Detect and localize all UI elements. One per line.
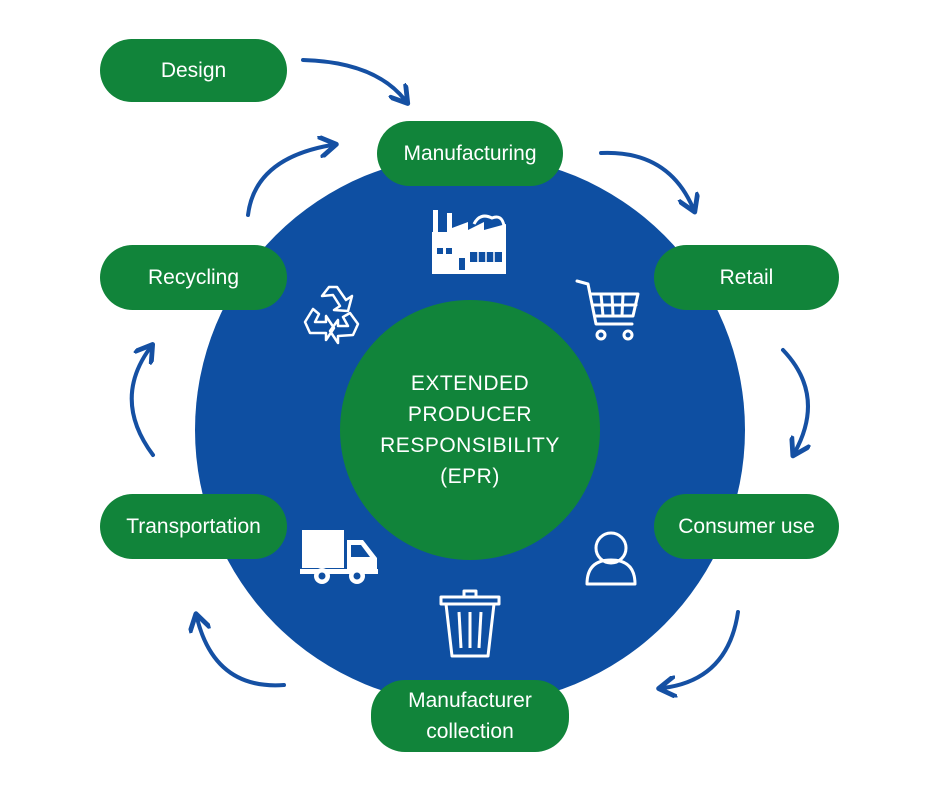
arrow-design-to-manufacturing xyxy=(301,58,405,100)
center-title-line-1: EXTENDED xyxy=(410,372,530,395)
center-title-line-4: (EPR) xyxy=(440,465,500,488)
arrow-retail-to-consumer xyxy=(781,348,808,452)
stage-consumer-use: Consumer use xyxy=(654,494,839,559)
stage-manufacturing-label: Manufacturing xyxy=(403,142,537,165)
stage-manufacturing: Manufacturing xyxy=(377,121,563,186)
factory-icon xyxy=(432,210,506,274)
stage-recycling: Recycling xyxy=(100,245,287,310)
stage-recycling-label: Recycling xyxy=(147,266,240,289)
stage-design: Design xyxy=(100,39,287,102)
arrow-collection-to-transportation xyxy=(197,618,286,688)
stage-design-label: Design xyxy=(160,59,227,82)
arrow-consumer-to-collection xyxy=(663,610,740,688)
stage-retail: Retail xyxy=(654,245,839,310)
stage-collection-label-line1: Manufacturer xyxy=(408,689,532,712)
stage-manufacturer-collection: Manufacturer collection xyxy=(371,680,569,752)
shopping-cart-icon xyxy=(575,279,640,341)
arrow-recycling-to-manufacturing xyxy=(246,145,332,217)
stage-transportation-label: Transportation xyxy=(126,515,261,538)
center-title-line-2: PRODUCER xyxy=(407,403,533,426)
person-icon xyxy=(585,531,637,586)
trash-can-icon xyxy=(439,589,501,658)
stage-transportation: Transportation xyxy=(100,494,287,559)
recycle-icon xyxy=(303,285,360,345)
stage-retail-label: Retail xyxy=(719,266,774,289)
arrow-manufacturing-to-retail xyxy=(599,150,693,208)
stage-collection-label-line2: collection xyxy=(426,720,514,743)
stage-consumer-use-label: Consumer use xyxy=(678,515,815,538)
arrow-transportation-to-recycling xyxy=(129,348,153,457)
center-title: EXTENDED PRODUCER RESPONSIBILITY (EPR) xyxy=(350,368,590,492)
center-title-line-3: RESPONSIBILITY xyxy=(380,434,560,457)
center-circle xyxy=(340,300,600,560)
truck-icon xyxy=(300,530,378,584)
